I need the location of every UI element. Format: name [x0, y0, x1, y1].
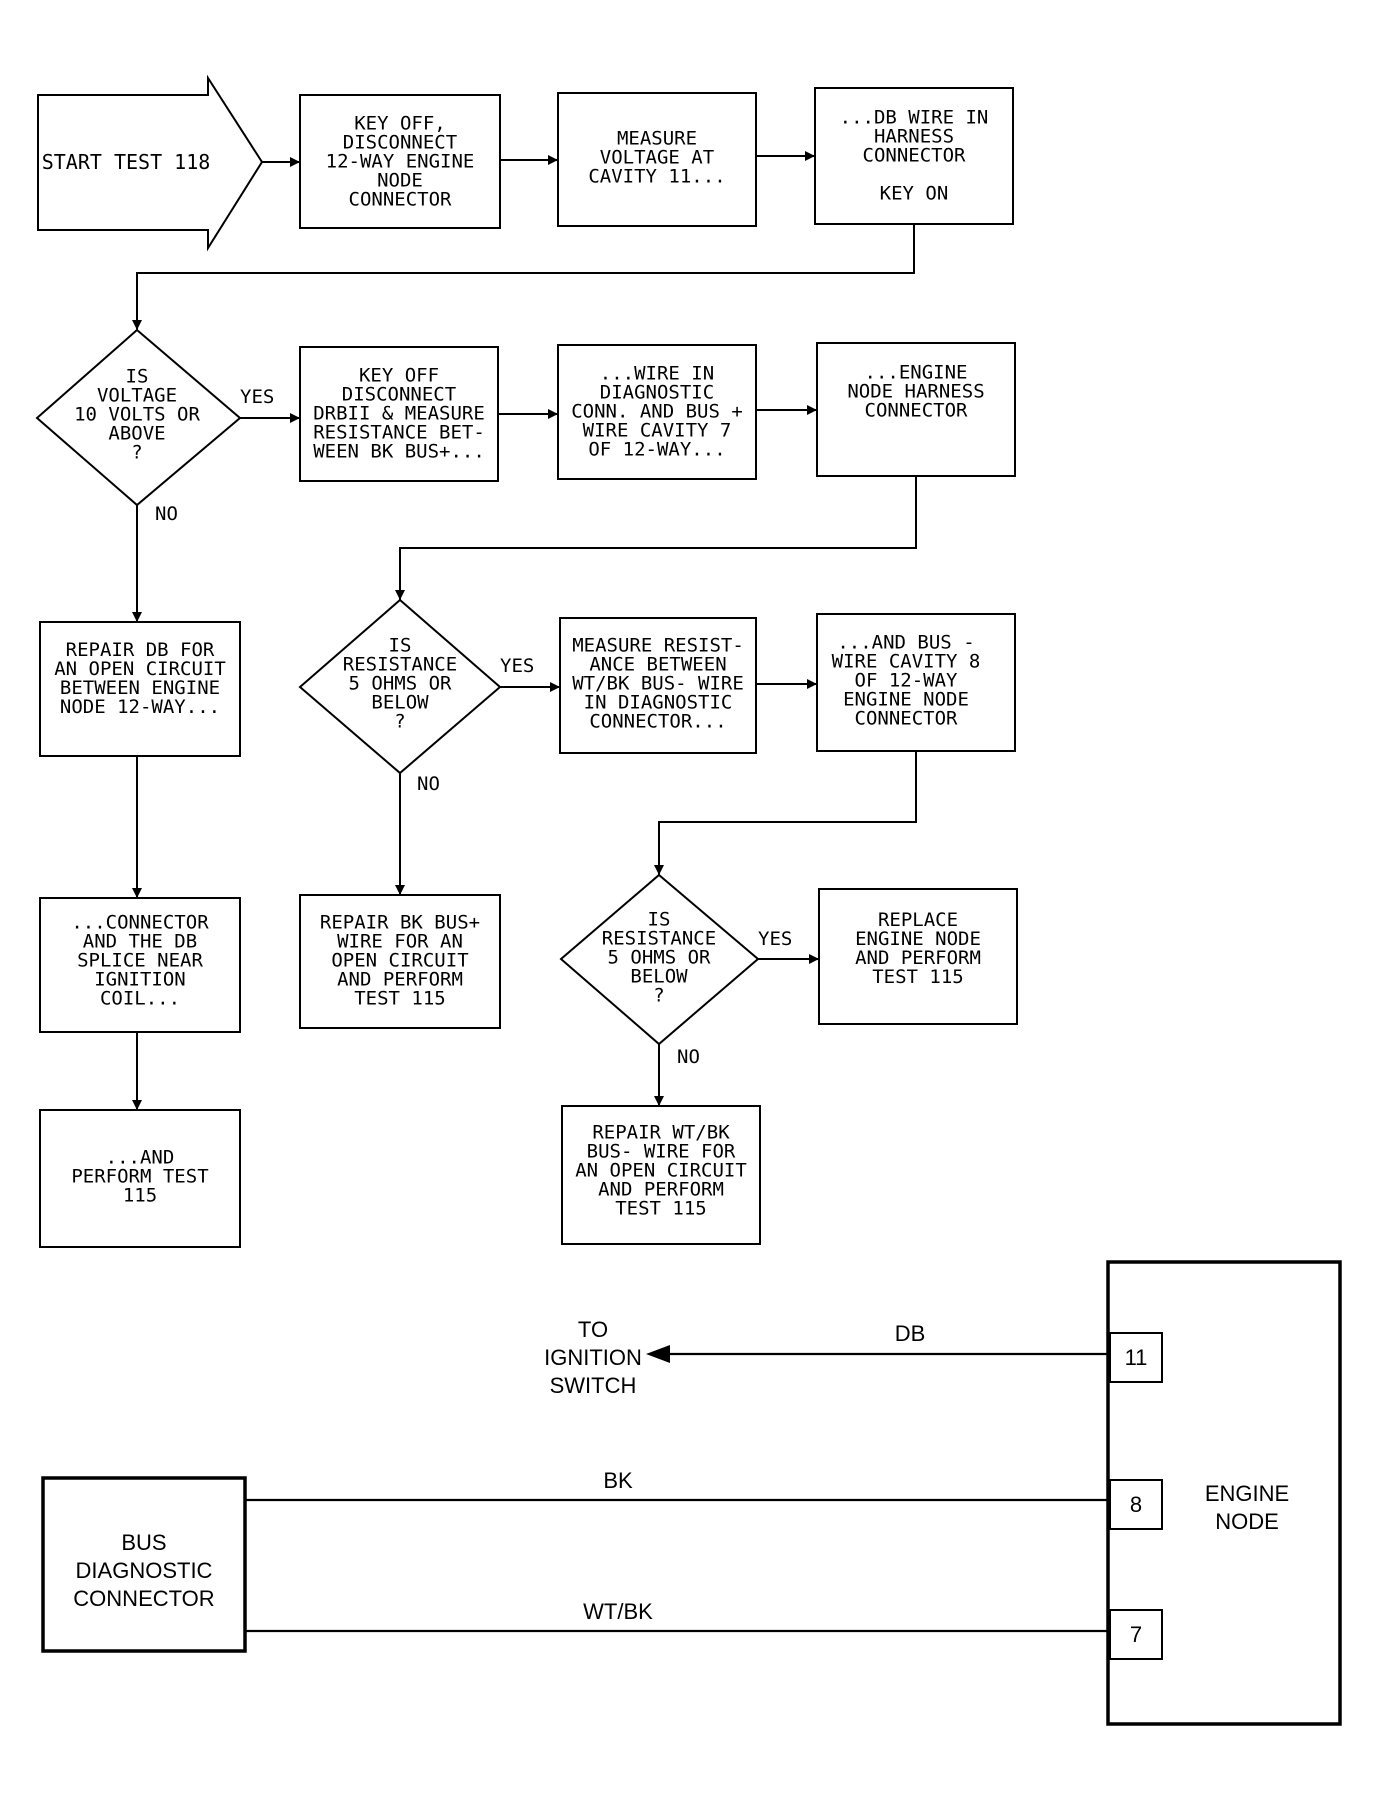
decision-voltage-no-label: NO — [155, 503, 178, 525]
pin-8-box — [1109, 1479, 1163, 1530]
bk-wire-label: BK — [603, 1468, 633, 1493]
decision-voltage-yes-label: YES — [240, 386, 274, 408]
pin-7-box — [1109, 1609, 1163, 1660]
decision-resistance-2-no-label: NO — [677, 1046, 700, 1068]
bus-diagnostic-connector-block — [41, 1476, 247, 1653]
db-wire-arrowhead — [646, 1345, 670, 1363]
step-replace-engine-node-box — [818, 888, 1018, 1025]
step-and-perform-test-box — [39, 1109, 241, 1248]
decision-resistance-1-yes-label: YES — [500, 655, 534, 677]
decision-resistance-1-no-label: NO — [417, 773, 440, 795]
start-label: START TEST 118 — [42, 150, 211, 174]
db-wire-label: DB — [895, 1321, 926, 1346]
step-repair-db-box — [39, 621, 241, 757]
step-repair-wtbk-bus-box — [561, 1105, 761, 1245]
step-wire-diagnostic-conn-box — [557, 344, 757, 480]
wtbk-wire-label: WT/BK — [583, 1599, 653, 1624]
flowchart-arrowheads — [132, 151, 819, 1110]
step-bus-wire-cavity8-box — [816, 613, 1016, 752]
decision-resistance-2-yes-label: YES — [758, 928, 792, 950]
start-arrow-shape — [37, 74, 264, 252]
pin-11-box — [1109, 1332, 1163, 1383]
step-measure-resistance-wtbk-box — [559, 617, 757, 754]
step-repair-bk-bus-box — [299, 894, 501, 1029]
step-db-wire-key-on-box — [814, 87, 1014, 225]
step-connector-db-splice-box — [39, 897, 241, 1033]
pin-11-label: 11 — [1125, 1345, 1148, 1370]
pin-7-label: 7 — [1130, 1622, 1142, 1647]
step-measure-resistance-bk-box — [299, 346, 499, 482]
flowchart-connectors — [136, 155, 917, 1110]
step-key-off-disconnect-box — [299, 94, 501, 229]
pin-8-label: 8 — [1130, 1492, 1142, 1517]
